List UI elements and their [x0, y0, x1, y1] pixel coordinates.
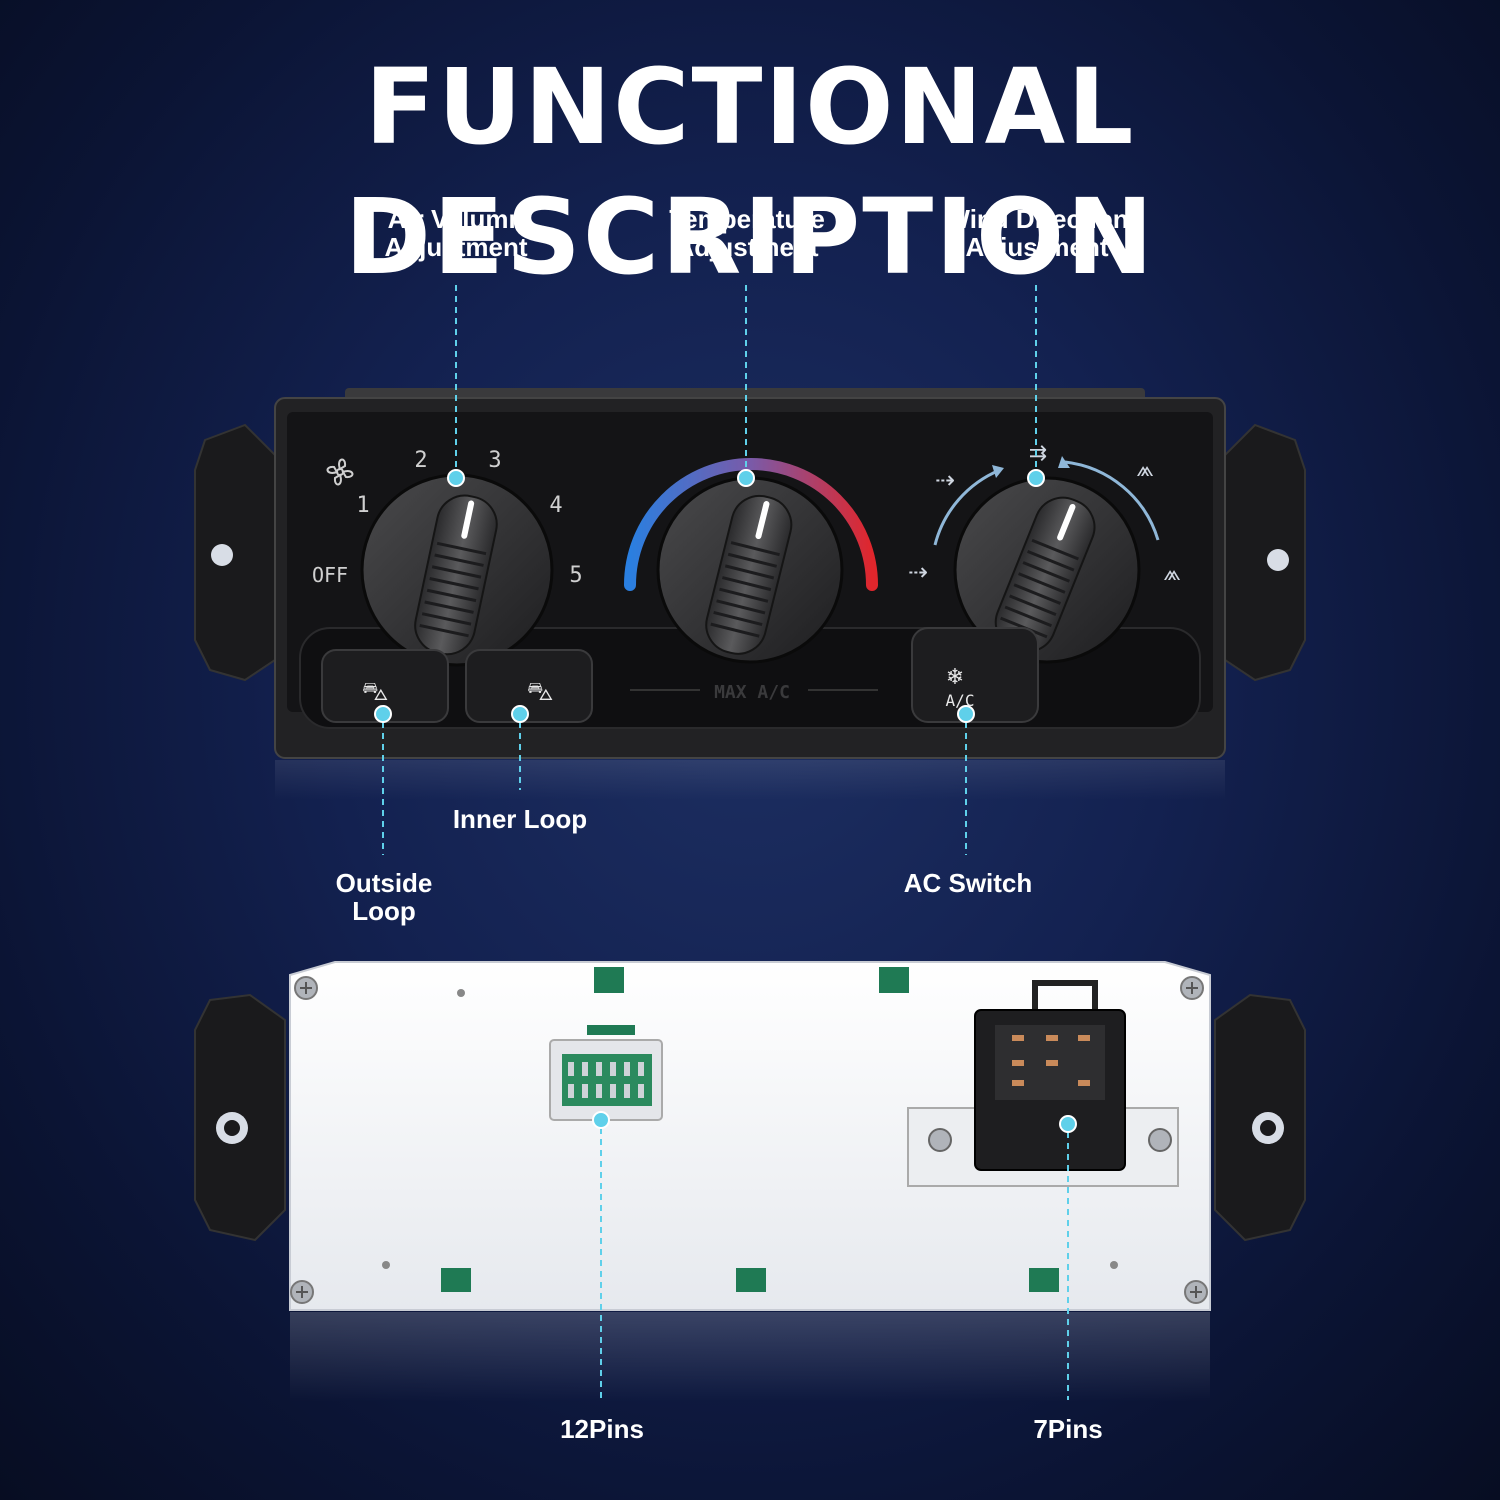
- wind-direction-callout: Wind Direction Adjustment: [945, 204, 1129, 262]
- 7-pins-callout: 7Pins: [1033, 1414, 1103, 1444]
- recirculation-car-icon: ⛍: [527, 676, 554, 706]
- temperature-scale-arc: [624, 458, 878, 591]
- temperature-callout: Temperature Adjustment: [669, 204, 825, 262]
- max-ac-label: MAX A/C: [714, 682, 790, 703]
- outside-loop-callout: Outside Loop: [335, 868, 433, 926]
- fan-speed-5: 5: [569, 563, 582, 588]
- recirculation-button[interactable]: ⛍: [465, 649, 593, 723]
- floor-mode-icon: ⇢: [908, 559, 928, 586]
- left-mount-hole: [211, 544, 233, 566]
- fan-speed-4: 4: [549, 493, 562, 518]
- screw-icon: [1180, 976, 1204, 1000]
- callout-dots: [374, 469, 1077, 1133]
- temperature-knob[interactable]: [656, 476, 844, 664]
- 7-pin-connector: [907, 980, 1179, 1187]
- screw-icon: [294, 976, 318, 1000]
- mode-direction-arc-left: [933, 468, 1001, 546]
- screw-icon: [290, 1280, 314, 1304]
- mode-direction-arc-right: [1064, 460, 1160, 541]
- wind-direction-knob[interactable]: [953, 476, 1141, 664]
- defrost-mode-icon: ⩕: [1163, 560, 1180, 585]
- fan-speed-knob[interactable]: [360, 473, 554, 667]
- 12-pins-callout: 12Pins: [560, 1414, 644, 1444]
- bilevel-mode-icon: ⇉: [1029, 440, 1047, 465]
- fan-icon: [326, 458, 354, 486]
- left-bracket: [194, 423, 276, 682]
- inner-loop-callout: Inner Loop: [452, 804, 588, 834]
- air-volume-callout: Air Volumn Adjustment: [384, 204, 528, 262]
- defog-mode-icon: ⩕: [1136, 456, 1153, 481]
- fan-speed-1: 1: [356, 493, 369, 518]
- vent-mode-icon: ⇢: [935, 467, 955, 494]
- ac-switch-callout: AC Switch: [903, 868, 1033, 898]
- page-title: FUNCTIONAL DESCRIPTION: [344, 46, 1156, 298]
- rear-panel: [194, 961, 1306, 1402]
- ac-switch-button[interactable]: ❄ A/C: [911, 627, 1039, 723]
- fan-speed-3: 3: [488, 448, 501, 473]
- right-mount-hole: [1267, 549, 1289, 571]
- 12-pin-connector: [549, 1025, 663, 1121]
- snowflake-icon: ❄: [946, 664, 964, 689]
- callout-leaders: [382, 285, 1069, 1400]
- outside-air-car-icon: ⛍: [362, 676, 389, 706]
- screw-icon: [1184, 1280, 1208, 1304]
- outside-air-button[interactable]: ⛍: [321, 649, 449, 723]
- front-control-panel: OFF 1 2 3 4 5: [194, 388, 1306, 800]
- right-bracket: [1224, 423, 1306, 682]
- fan-speed-2: 2: [414, 448, 427, 473]
- fan-speed-off: OFF: [312, 563, 348, 587]
